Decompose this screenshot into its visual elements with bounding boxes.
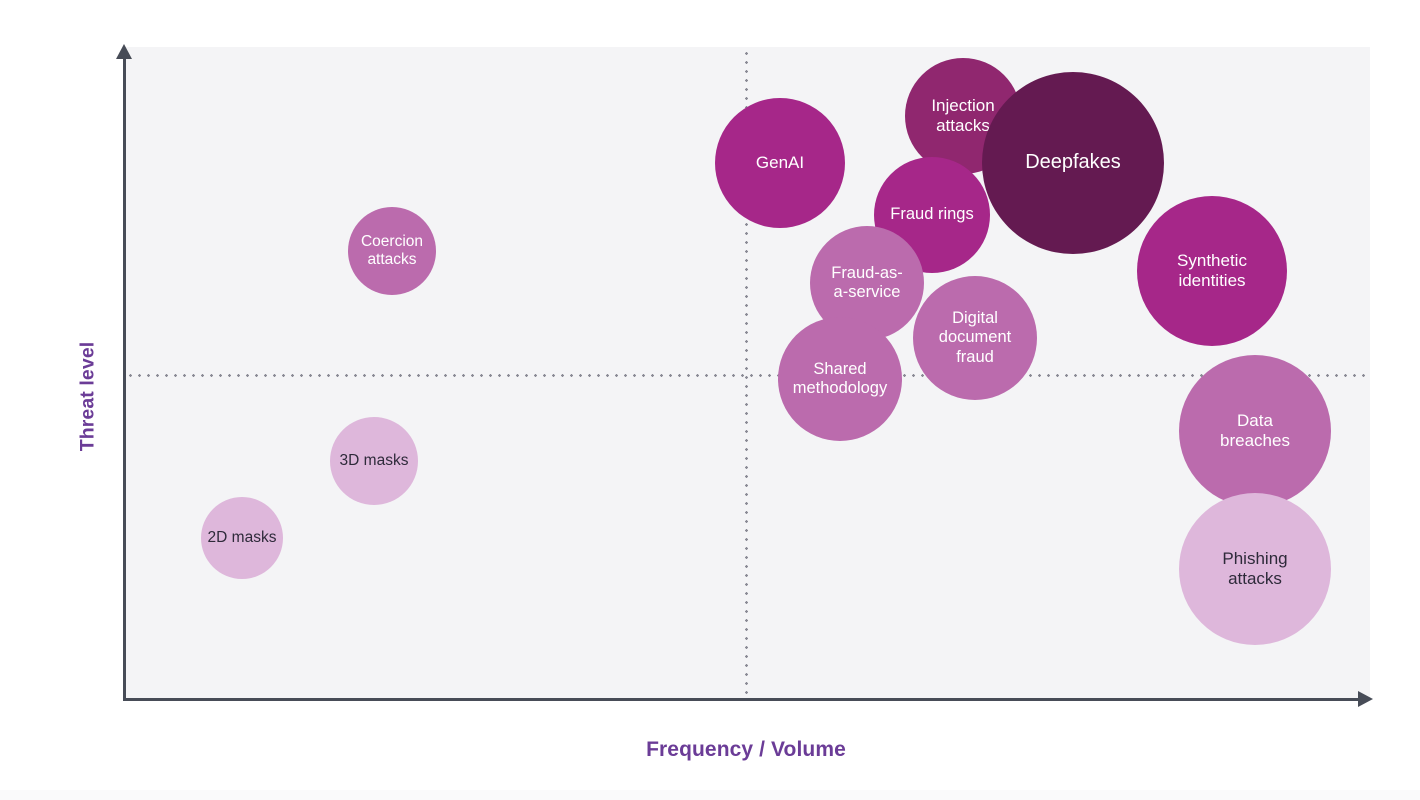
x-axis-arrow-icon (1358, 691, 1373, 707)
bubble-label: Phishing attacks (1222, 548, 1288, 588)
bubble-label: Data breaches (1220, 410, 1290, 450)
bubble-label: Fraud rings (890, 205, 974, 224)
bubble-label: Synthetic identities (1177, 250, 1247, 290)
bottom-band (0, 790, 1420, 800)
bubble-label: 2D masks (207, 528, 277, 546)
bubble-label: Injection attacks (931, 95, 995, 135)
bubble[interactable]: Data breaches (1179, 355, 1331, 507)
bubble-label: Coercion attacks (360, 232, 424, 268)
bubble[interactable]: Coercion attacks (348, 207, 436, 295)
x-axis-line (123, 698, 1363, 701)
bubble[interactable]: GenAI (715, 98, 845, 228)
bubble[interactable]: Phishing attacks (1179, 493, 1331, 645)
bubble[interactable]: Digital document fraud (913, 276, 1037, 400)
bubble-label: Deepfakes (1025, 151, 1121, 174)
y-axis-arrow-icon (116, 44, 132, 59)
bubble[interactable]: 2D masks (201, 497, 283, 579)
bubble-label: Digital document fraud (938, 308, 1012, 366)
y-axis-line (123, 56, 126, 701)
bubble[interactable]: Shared methodology (778, 317, 902, 441)
y-axis-title: Threat level (76, 341, 99, 452)
bubble-label: Shared methodology (792, 359, 888, 397)
x-axis-title: Frequency / Volume (646, 738, 846, 761)
bubble-label: GenAI (755, 152, 805, 172)
gridline-horizontal (126, 374, 1370, 377)
gridline-vertical (745, 49, 748, 699)
bubble-label: Fraud-as- a-service (831, 263, 903, 301)
bubble[interactable]: Synthetic identities (1137, 196, 1287, 346)
bubble[interactable]: 3D masks (330, 417, 418, 505)
bubble-label: 3D masks (339, 451, 409, 469)
bubble[interactable]: Deepfakes (982, 72, 1164, 254)
